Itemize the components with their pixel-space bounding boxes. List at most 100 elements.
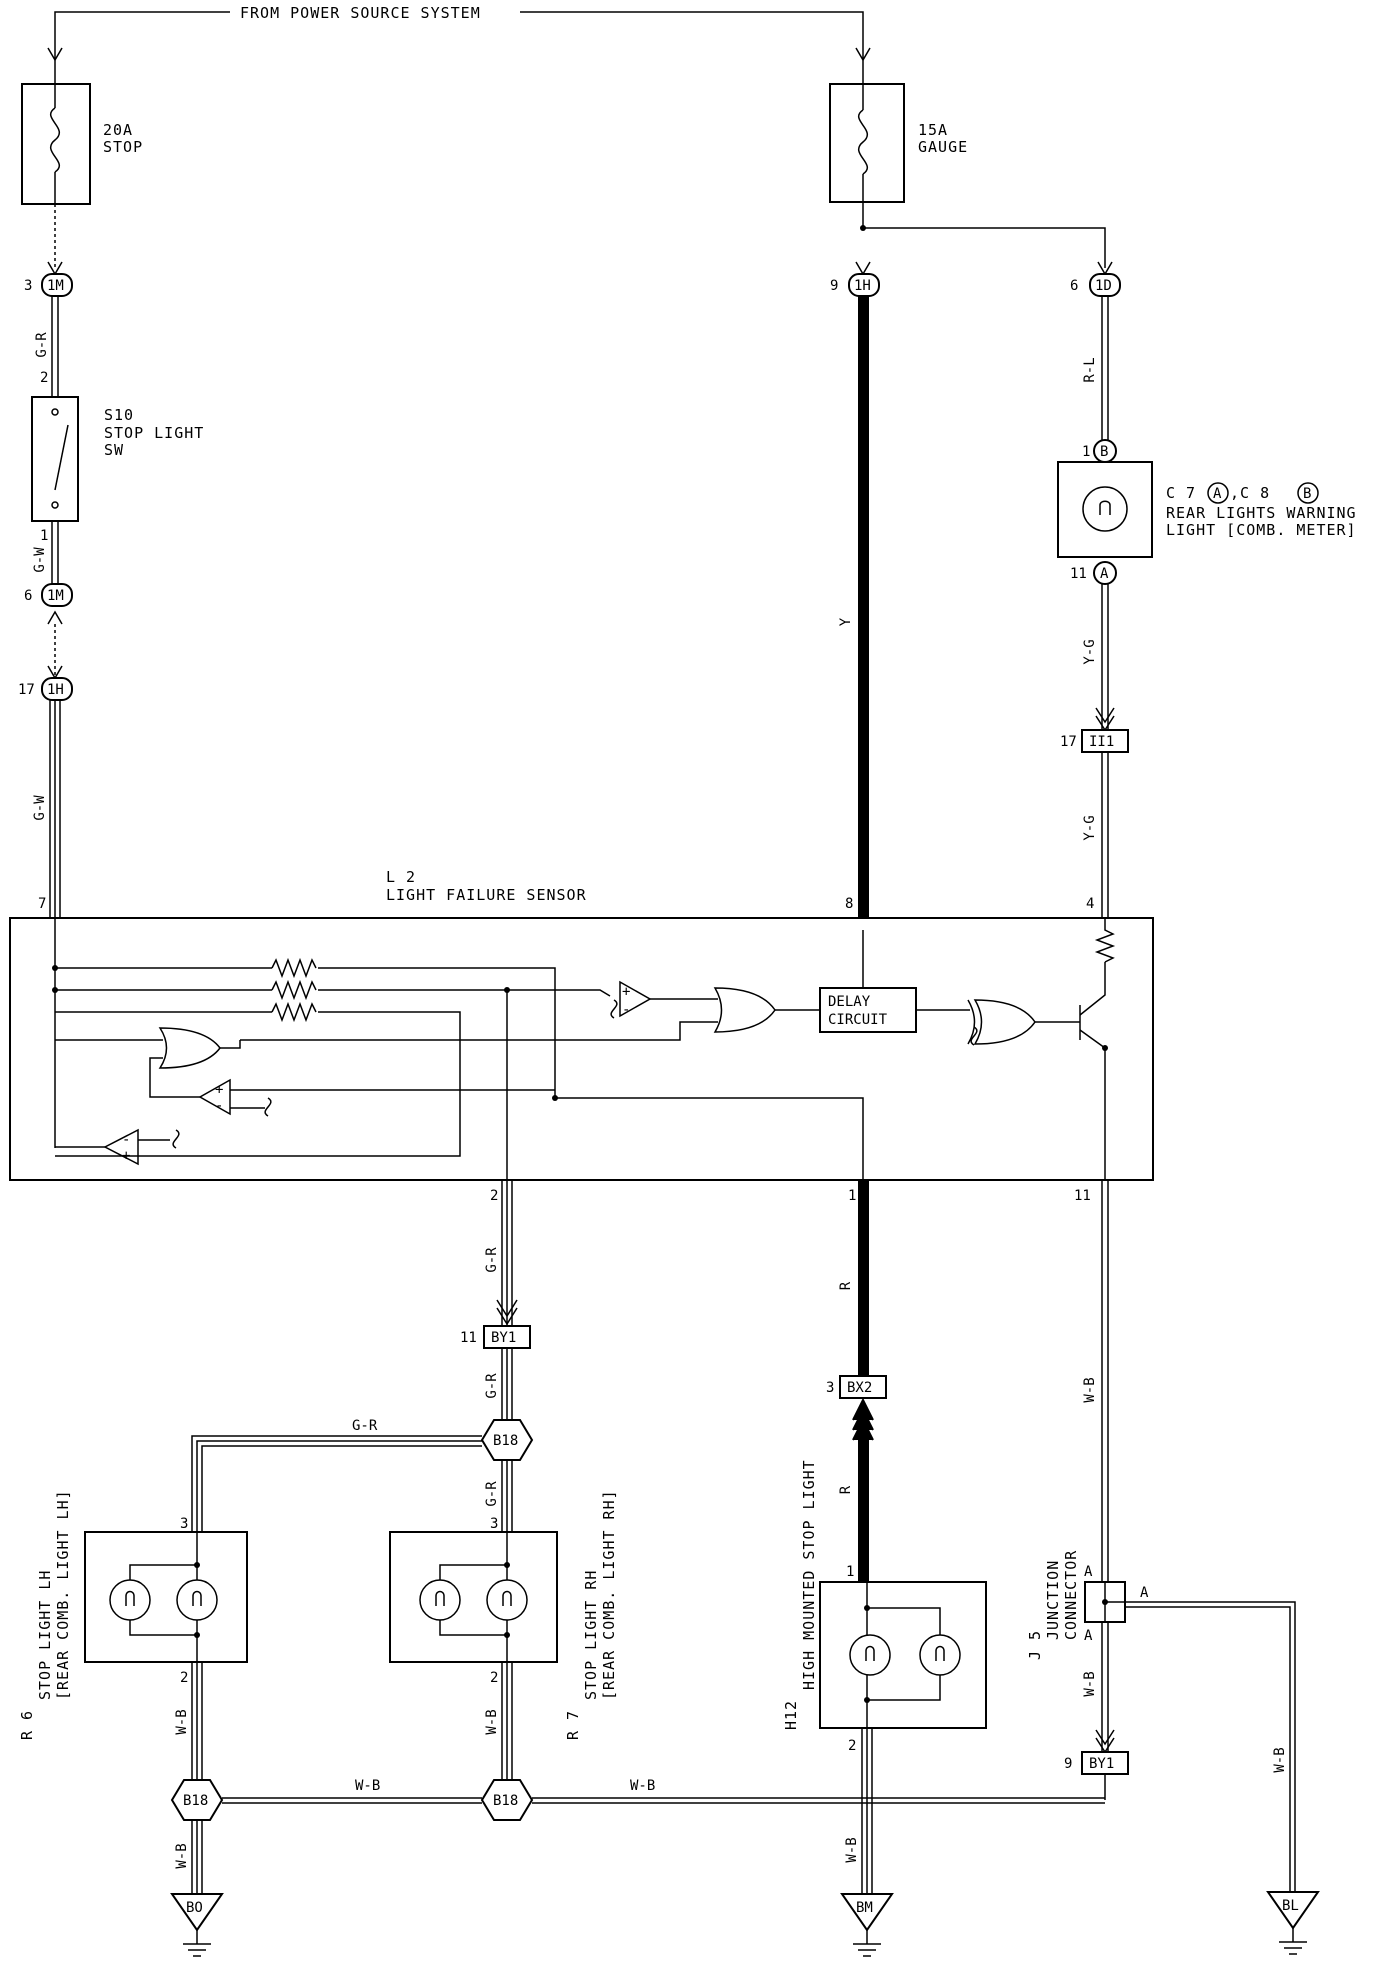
fuse-gauge: 15A GAUGE	[829, 60, 968, 228]
wire-label-r2: R	[838, 1485, 854, 1494]
fuse-stop: 20A STOP	[21, 60, 142, 205]
junction-pin-a2: A	[1140, 1585, 1149, 1601]
delay-label-2: CIRCUIT	[828, 1012, 888, 1028]
connector-ii1-id: II1	[1089, 734, 1114, 750]
splice-b18-br-id: B18	[493, 1793, 518, 1809]
ground-bm: BM	[840, 1893, 894, 1957]
fuse-gauge-rating: 15A	[918, 121, 948, 139]
junction-pin-a3: A	[1084, 1628, 1093, 1644]
meter-pin-bot: 11	[1070, 566, 1087, 582]
delay-label-1: DELAY	[828, 994, 871, 1010]
connector-1h-top-id: 1H	[854, 278, 871, 294]
wire-label-wb4: W-B	[630, 1778, 655, 1794]
meter-pin-top: 1	[1082, 444, 1090, 460]
r6-pin-bot: 2	[180, 1670, 188, 1686]
svg-text:+: +	[215, 1082, 223, 1098]
wire-label-gw1: G-W	[32, 547, 48, 573]
connector-1h-mid: 1H 17	[18, 665, 73, 701]
fuse-stop-rating: 20A	[103, 121, 133, 139]
stop-light-rh	[389, 1531, 558, 1663]
connector-1m-top-id: 1M	[47, 278, 64, 294]
junction-code: J 5	[1026, 1630, 1044, 1660]
power-source-line: FROM POWER SOURCE SYSTEM	[47, 4, 871, 62]
sensor-pin8: 8	[845, 896, 853, 912]
junction-pin-a1: A	[1084, 1564, 1093, 1580]
meter-sep: ,C 8	[1230, 484, 1270, 502]
wire-label-yg2: Y-G	[1082, 815, 1098, 840]
wire-label-r1: R	[838, 1281, 854, 1290]
connector-by1-right-pin: 9	[1064, 1756, 1072, 1772]
wire-label-wb8: W-B	[1082, 1671, 1098, 1696]
wire-label-wb1: W-B	[174, 1709, 190, 1734]
wire-label-wb5: W-B	[174, 1843, 190, 1868]
wire-label-gr5: G-R	[484, 1481, 500, 1507]
rear-lights-warning-light: C 7 A ,C 8 B REAR LIGHTS WARNING LIGHT […	[1057, 461, 1357, 558]
wire-label-gr2: G-R	[484, 1247, 500, 1273]
wire-label-gr3: G-R	[484, 1373, 500, 1399]
connector-1m-mid: 1M 6	[24, 583, 73, 625]
power-source-label: FROM POWER SOURCE SYSTEM	[240, 4, 481, 22]
connector-1m-mid-id: 1M	[47, 588, 64, 604]
r7-code: R 7	[564, 1710, 582, 1740]
svg-text:+: +	[622, 984, 630, 1000]
svg-text:-: -	[622, 1002, 630, 1018]
splice-b18-br: B18	[480, 1779, 534, 1821]
connector-by1-left-id: BY1	[491, 1330, 516, 1346]
h12-code: H12	[782, 1700, 800, 1730]
switch-pin-bot: 1	[40, 528, 48, 544]
sensor-pin11: 11	[1074, 1188, 1091, 1204]
h12-pin-top: 1	[846, 1564, 854, 1580]
junction-connector	[1084, 1581, 1296, 1892]
connector-1d-pin: 6	[1070, 278, 1078, 294]
wire-label-wb6: W-B	[844, 1837, 860, 1862]
splice-b18-bl: B18	[170, 1779, 224, 1821]
wire-label-gr1: G-R	[34, 332, 50, 358]
r7-pin-top: 3	[490, 1516, 498, 1532]
wire-label-wb2: W-B	[484, 1709, 500, 1734]
splice-b18-top: B18	[480, 1419, 534, 1461]
meter-pin-top-conn: B	[1100, 444, 1108, 460]
sensor-pin2: 2	[490, 1188, 498, 1204]
wire-label-y: Y	[838, 617, 854, 626]
stop-light-lh	[84, 1531, 248, 1663]
sensor-name: LIGHT FAILURE SENSOR	[386, 886, 587, 904]
switch-code: S10	[104, 406, 134, 424]
meter-name1: REAR LIGHTS WARNING	[1166, 504, 1357, 522]
r7-name2: [REAR COMB. LIGHT RH]	[600, 1489, 618, 1700]
ground-bl: BL	[1266, 1891, 1320, 1955]
sensor-pin4: 4	[1086, 896, 1094, 912]
meter-pin-bot-conn: A	[1100, 566, 1109, 582]
connector-1h-top-pin: 9	[830, 278, 838, 294]
connector-bx2-pin: 3	[826, 1380, 834, 1396]
light-failure-sensor: L 2 LIGHT FAILURE SENSOR + - DELAY CIRCU…	[9, 868, 1154, 1181]
meter-conn-b: B	[1303, 486, 1311, 502]
fuse-gauge-name: GAUGE	[918, 138, 968, 156]
connector-1d-id: 1D	[1095, 278, 1112, 294]
connector-1m-top-pin: 3	[24, 278, 32, 294]
stop-light-switch: S10 STOP LIGHT SW	[31, 396, 203, 522]
sensor-pin1: 1	[848, 1188, 856, 1204]
switch-pin-top: 2	[40, 370, 48, 386]
ground-bm-id: BM	[856, 1900, 873, 1916]
high-mounted-stop-light	[819, 1581, 987, 1729]
h12-name: HIGH MOUNTED STOP LIGHT	[800, 1459, 818, 1690]
connector-bx2-id: BX2	[847, 1380, 872, 1396]
connector-1h-mid-id: 1H	[47, 682, 64, 698]
svg-text:+: +	[122, 1148, 130, 1164]
r7-pin-bot: 2	[490, 1670, 498, 1686]
sensor-code: L 2	[386, 868, 416, 886]
ground-bl-id: BL	[1282, 1898, 1299, 1914]
r6-name1: STOP LIGHT LH	[36, 1570, 54, 1700]
ground-bo: BO	[170, 1893, 224, 1957]
junction-name1: JUNCTION	[1044, 1560, 1062, 1640]
meter-code: C 7	[1166, 484, 1196, 502]
connector-1m-top: 1M 3	[24, 261, 73, 297]
wire-label-gr4: G-R	[352, 1418, 378, 1434]
wire-label-rl: R-L	[1082, 357, 1098, 382]
connector-by1-right-id: BY1	[1089, 1756, 1114, 1772]
svg-text:-: -	[122, 1132, 130, 1148]
connector-1h-top: 1H 9	[830, 261, 880, 297]
r7-name1: STOP LIGHT RH	[582, 1570, 600, 1700]
wire-label-yg1: Y-G	[1082, 639, 1098, 664]
